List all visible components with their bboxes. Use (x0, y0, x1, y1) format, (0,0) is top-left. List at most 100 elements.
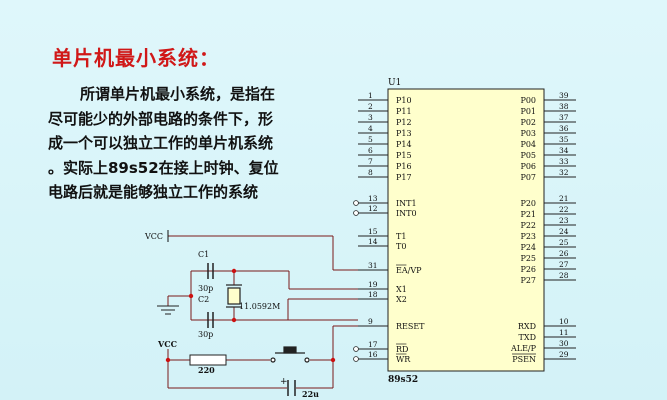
pin-number: 35 (559, 135, 569, 144)
pin-label: P27 (520, 276, 536, 285)
chip-part: 89s52 (388, 375, 418, 385)
crystal (226, 284, 242, 308)
pin-number: 22 (559, 205, 569, 214)
pin-label: X1 (396, 285, 407, 294)
pin-label: P14 (396, 140, 412, 149)
pin-label: P22 (520, 221, 536, 230)
pin-number: 34 (559, 146, 569, 155)
reset-resistor (189, 354, 227, 366)
paragraph-line: 电路后就是能够独立工作的系统 (48, 183, 259, 201)
c1-value: 30p (198, 284, 213, 293)
reset-button (270, 346, 310, 363)
pin-label: INT1 (396, 199, 417, 208)
vcc-ea-net (167, 230, 358, 271)
pin-number: 32 (559, 168, 569, 177)
pin-number: 16 (368, 350, 378, 359)
crystal-label: 11.0592M (239, 302, 280, 311)
c2-label: C2 (198, 295, 209, 304)
pin-number: 18 (368, 290, 378, 299)
pin-label: X2 (396, 295, 407, 304)
slide-title: 单片机最小系统： (52, 46, 220, 70)
c2-capacitor (207, 312, 214, 328)
capacitor-polarity: + (280, 377, 288, 387)
pin-label: RD (396, 345, 408, 354)
pin-label: P07 (520, 173, 536, 182)
pin-label: P11 (396, 107, 412, 116)
pin-label: ALE/P (510, 344, 537, 353)
pin-label: P26 (520, 265, 536, 274)
pin-label: P21 (520, 210, 536, 219)
pin-label: RESET (396, 322, 425, 331)
pin-label: T1 (396, 232, 406, 241)
pin-number: 19 (368, 280, 378, 289)
pin-number: 2 (368, 102, 373, 111)
pin-number: 39 (559, 91, 569, 100)
pin-label: P24 (520, 243, 536, 252)
pin-number: 1 (368, 91, 373, 100)
pin-label: PSEN (512, 355, 536, 364)
paragraph-line: 。实际上89s52在接上时钟、复位 (48, 158, 279, 177)
chip-body (387, 88, 545, 372)
pin-label: P25 (520, 254, 536, 263)
c1-label: C1 (198, 250, 209, 259)
vcc-label: VCC (144, 232, 163, 241)
pin-label: P03 (520, 129, 536, 138)
right-pins: 39P0038P0137P0236P0335P0434P0533P0632P07… (510, 91, 576, 364)
pin-number: 31 (368, 261, 378, 270)
pin-label: EA/VP (396, 266, 422, 275)
pin-label: P13 (396, 129, 412, 138)
pin-number: 4 (368, 124, 373, 133)
chip-ref: U1 (388, 78, 401, 88)
paragraph-line: 所谓单片机最小系统，是指在 (80, 85, 276, 103)
pin-number: 25 (559, 238, 569, 247)
oscillator-circuit (167, 270, 358, 321)
pin-number: 36 (559, 124, 569, 133)
reset-capacitor (287, 380, 296, 396)
pin-label: P04 (520, 140, 536, 149)
pin-number: 14 (368, 237, 378, 246)
pin-label: WR (396, 355, 411, 364)
pin-label: T0 (396, 242, 406, 251)
paragraph-line: 尽可能少的外部电路的条件下，形 (48, 109, 274, 128)
pin-number: 15 (368, 227, 378, 236)
c2-value: 30p (198, 330, 213, 339)
pin-number: 33 (559, 157, 569, 166)
pin-label: P17 (396, 173, 412, 182)
pin-number: 24 (559, 227, 569, 236)
pin-label: P00 (520, 96, 536, 105)
resistor-value: 220 (198, 365, 215, 375)
vcc-reset-label: VCC (157, 339, 177, 349)
pin-number: 9 (368, 317, 373, 326)
pin-number: 38 (559, 102, 569, 111)
pin-label: P12 (396, 118, 412, 127)
pin-number: 7 (368, 157, 373, 166)
pin-number: 30 (559, 339, 569, 348)
